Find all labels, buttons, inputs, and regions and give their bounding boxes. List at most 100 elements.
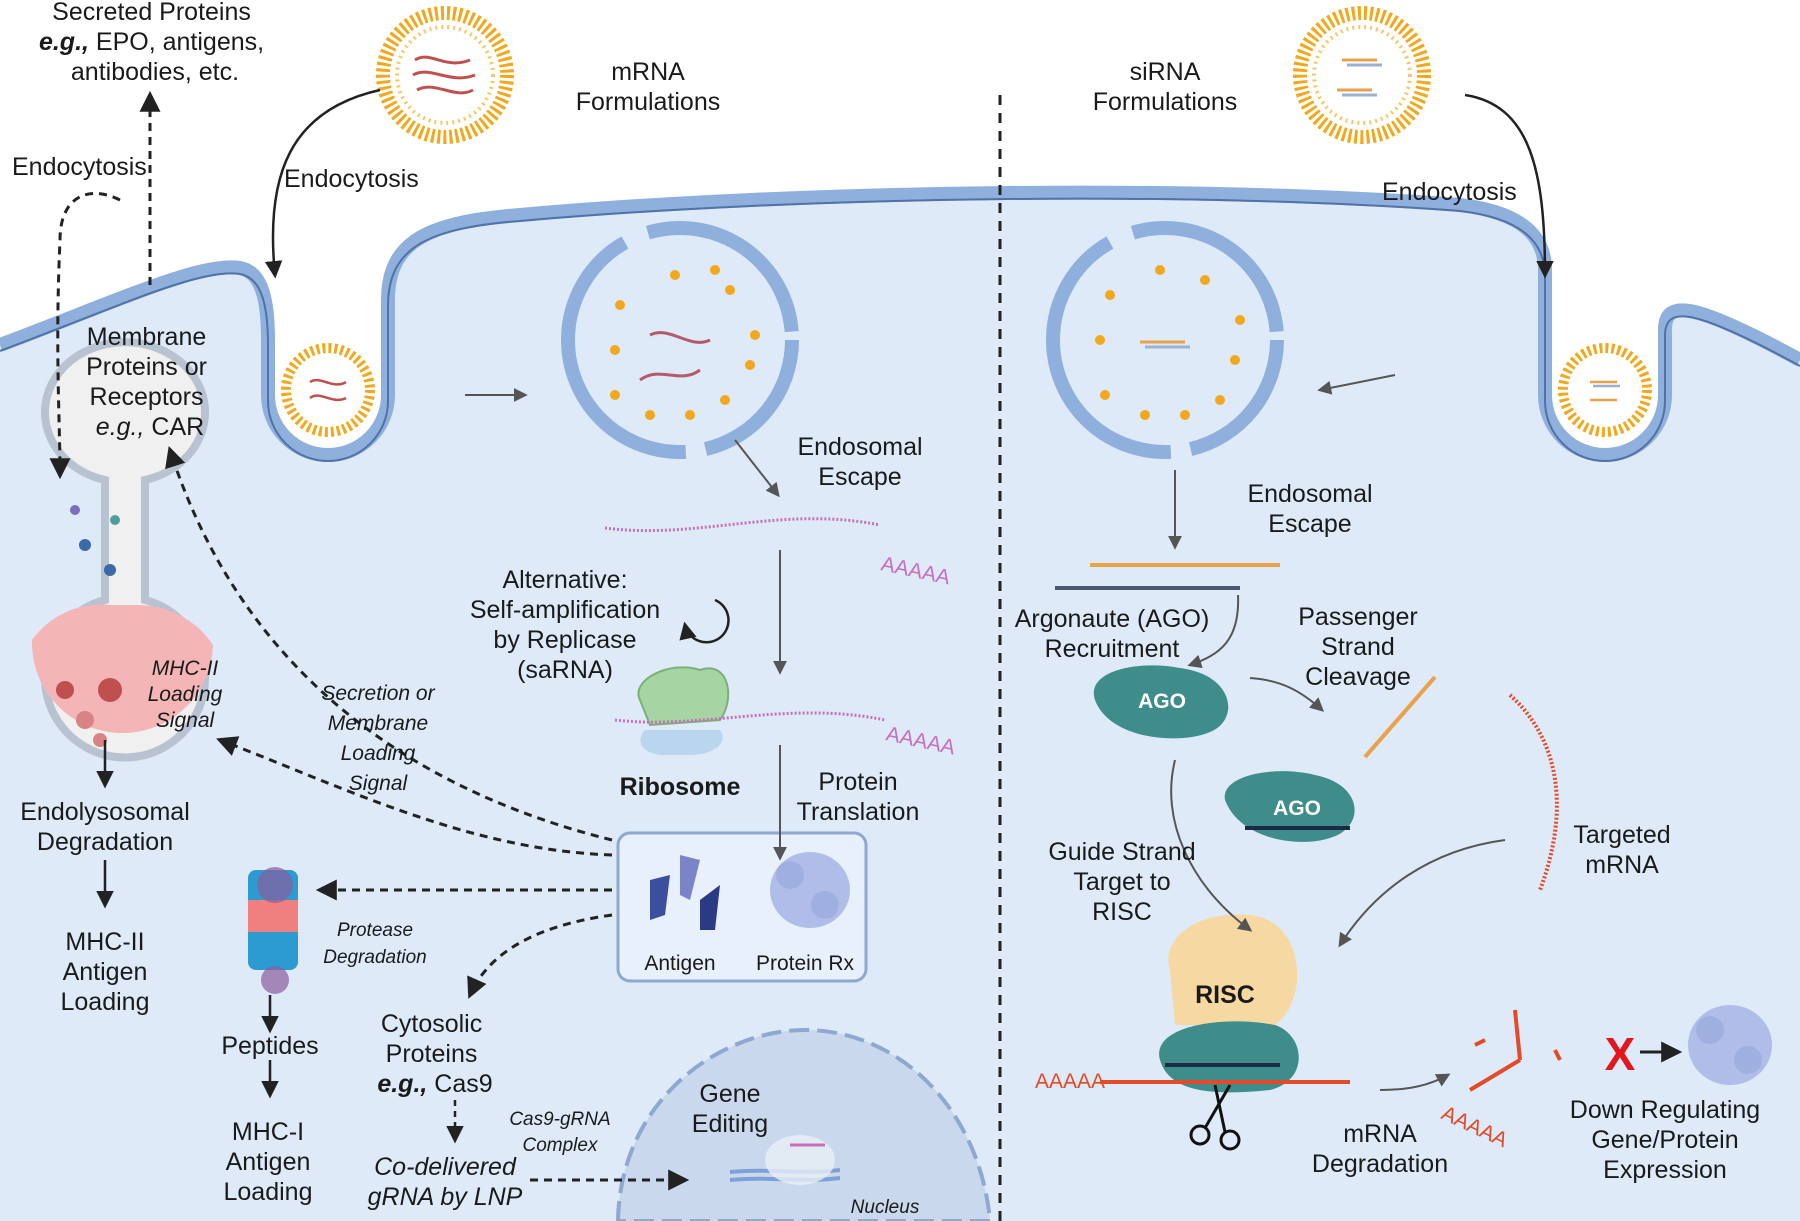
passenger-strand xyxy=(1363,675,1437,759)
label-line: gRNA by LNP xyxy=(368,1183,523,1211)
ribosome-icon xyxy=(614,666,886,755)
ago-recruitment-label: Argonaute (AGO)Recruitment xyxy=(1015,605,1210,663)
label-line: mRNA xyxy=(611,58,685,86)
risc-polya-tail: AAAAA xyxy=(1035,1070,1105,1093)
label-line: Degradation xyxy=(37,828,173,856)
label-line: Complex xyxy=(523,1135,599,1156)
label-line: Co-delivered xyxy=(374,1153,517,1181)
label-line: mRNA xyxy=(1343,1120,1417,1148)
label-line: Targeted xyxy=(1573,821,1670,849)
ago-label-2: AGO xyxy=(1273,797,1321,820)
label-line: Loading xyxy=(61,988,150,1016)
mrna-endocytosis-label: Endocytosis xyxy=(284,165,419,193)
label-line: Secretion or xyxy=(321,682,435,705)
mrna-lnp-icon xyxy=(376,6,514,144)
label-line: Endosomal xyxy=(1247,480,1372,508)
label-line: Passenger xyxy=(1298,603,1418,631)
label-line: MHC-II xyxy=(65,928,144,956)
label-line: (saRNA) xyxy=(517,656,613,684)
label-line: Loading xyxy=(224,1178,313,1206)
label-line: Escape xyxy=(818,463,901,491)
ago-guide-complex xyxy=(1224,771,1355,842)
ago-label: AGO xyxy=(1138,690,1186,713)
label-line: MHC-II xyxy=(152,657,219,680)
label-line: Antigen xyxy=(63,958,148,986)
label-line: Membrane xyxy=(328,712,428,735)
nucleus xyxy=(615,1027,993,1221)
antigen-icon xyxy=(650,855,720,930)
label-line: Expression xyxy=(1603,1156,1727,1184)
downregulated-protein-icon xyxy=(1688,1005,1772,1085)
risc-label: RISC xyxy=(1195,981,1255,1009)
protein-rx-label: Protein Rx xyxy=(756,952,855,975)
label-line: siRNA xyxy=(1130,58,1201,86)
cell xyxy=(0,185,1800,1221)
label-line: MHC-I xyxy=(232,1118,304,1146)
cell-cytoplasm xyxy=(0,192,1800,1221)
label-line: Strand xyxy=(1321,633,1395,661)
label-line: Signal xyxy=(349,772,409,795)
block-x-mark: X xyxy=(1605,1028,1636,1080)
label-line: Cas9-gRNA xyxy=(509,1109,610,1130)
label-line: Protein xyxy=(818,768,897,796)
mrna-endosome xyxy=(561,221,799,459)
label-line: Loading xyxy=(148,683,223,706)
label-line: Endosomal xyxy=(797,433,922,461)
label-line: Translation xyxy=(797,798,920,826)
label-line: Down Regulating xyxy=(1570,1096,1760,1124)
sirna-endocytosis-label: Endocytosis xyxy=(1382,178,1517,206)
label-line: Loading xyxy=(341,742,416,765)
label-line: Formulations xyxy=(576,88,721,116)
label-line: Editing xyxy=(692,1110,768,1138)
risc-complex xyxy=(1100,914,1350,1093)
cas9-complex-label: Cas9-gRNA Complex xyxy=(509,1109,610,1156)
nucleus-label: Nucleus xyxy=(851,1197,920,1218)
mrna-lnp-in-pit xyxy=(281,343,375,437)
label-line: Recruitment xyxy=(1045,635,1180,663)
scissors-icon xyxy=(1189,1084,1241,1151)
sirna-lnp-in-pit xyxy=(1558,343,1652,437)
label-line: Signal xyxy=(156,709,216,732)
label-line: Formulations xyxy=(1093,88,1238,116)
label-line: by Replicase xyxy=(493,626,636,654)
endocytosis-left-label: Endocytosis xyxy=(12,153,147,181)
sirna-endosome xyxy=(1046,221,1284,459)
label-line: mRNA xyxy=(1585,851,1659,879)
label-line: Endolysosomal xyxy=(20,798,190,826)
secreted-proteins-label: Secreted Proteins e.g., EPO, antigens, a… xyxy=(39,0,271,86)
label-line: Target to xyxy=(1073,868,1170,896)
sirna-duplex xyxy=(1055,563,1280,590)
label-line: Argonaute (AGO) xyxy=(1015,605,1210,633)
label-line: Guide Strand xyxy=(1048,838,1195,866)
targeted-mrna-strand xyxy=(1508,693,1559,891)
label-line: Degradation xyxy=(323,947,427,968)
label-line: Escape xyxy=(1268,510,1351,538)
label-line: Protease xyxy=(337,920,413,941)
peptides-label: Peptides xyxy=(221,1032,318,1060)
arrows xyxy=(49,88,1683,1191)
label-line: Gene/Protein xyxy=(1591,1126,1738,1154)
label-line: Gene xyxy=(699,1080,760,1108)
protein-rx-icon xyxy=(770,852,850,928)
ribosome-label: Ribosome xyxy=(620,773,741,801)
